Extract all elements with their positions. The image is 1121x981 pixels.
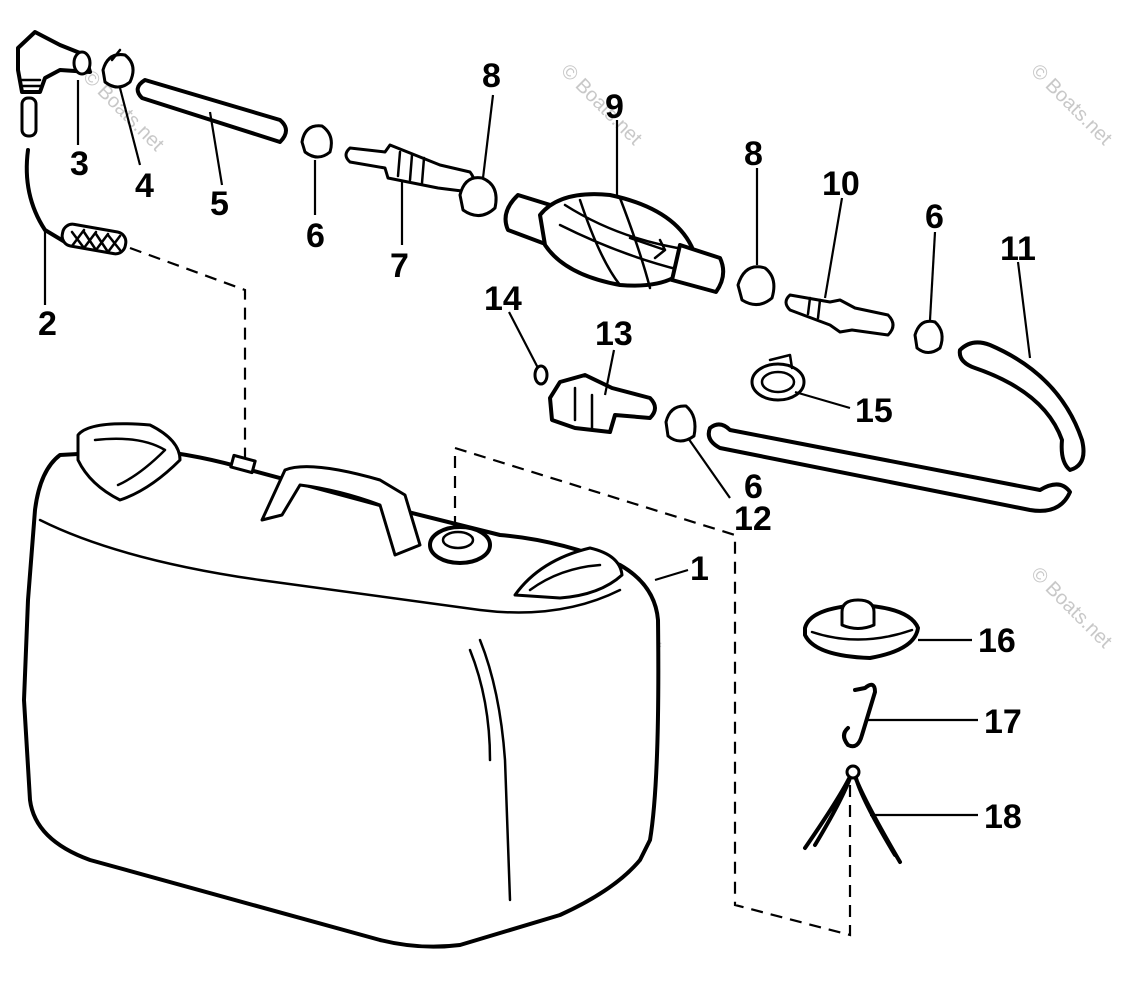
- leader-10: [823, 197, 844, 299]
- callout-1: 1: [690, 550, 709, 588]
- fuel-hose-11: [957, 340, 1086, 472]
- clamp-6-bottom: [664, 404, 697, 443]
- tank-rear-handle-inner: [93, 437, 167, 487]
- callout-8a: 8: [482, 57, 501, 95]
- retainer-spring-loop: [845, 764, 861, 780]
- fuel-hose-5: [135, 78, 288, 144]
- callout-9: 9: [605, 88, 624, 126]
- connector-13-body: [548, 373, 657, 434]
- primer-bulb-ribs: [558, 196, 692, 290]
- connector-7: [344, 143, 476, 194]
- pickup-seal: [20, 96, 38, 138]
- leader-15: [794, 390, 851, 410]
- callout-7: 7: [390, 247, 409, 285]
- pickup-tube: [24, 148, 72, 247]
- pickup-filter: [60, 222, 128, 256]
- clamp-8-right: [736, 265, 776, 306]
- leader-12: [687, 437, 731, 499]
- callout-6c: 6: [925, 198, 944, 236]
- clamp-4: [101, 53, 135, 89]
- callout-11: 11: [1000, 230, 1036, 268]
- hose-clamp-15: [750, 353, 806, 402]
- elbow-outlet: [72, 50, 92, 76]
- filler-cap-16: [803, 598, 920, 660]
- tank-corner-crease: [468, 648, 492, 762]
- leader-4: [118, 87, 142, 166]
- callout-8b: 8: [744, 135, 763, 173]
- pickup-filter-mesh: [70, 228, 122, 254]
- tank-filler-opening: [441, 530, 475, 550]
- callout-12: 12: [734, 500, 772, 538]
- clamp-6-right: [913, 319, 944, 354]
- callout-6a: 6: [306, 217, 325, 255]
- filler-cap-rim: [810, 628, 914, 641]
- connector-7-ribs: [396, 150, 426, 185]
- elbow-fitting: [16, 30, 92, 94]
- callout-4: 4: [135, 167, 154, 205]
- primer-bulb-outlet: [670, 243, 726, 294]
- tank-body: [22, 448, 661, 949]
- callout-5: 5: [210, 185, 229, 223]
- callout-16: 16: [978, 622, 1016, 660]
- elbow-body: [16, 30, 92, 94]
- leader-14: [508, 311, 539, 369]
- connector-10-ribs: [806, 296, 822, 320]
- dashed-line-hose-to-tank: [129, 246, 247, 462]
- callout-15: 15: [855, 392, 893, 430]
- callouts: 1 2 3 4 5 6 7 8 9 8 10 6 11 14 13 15 6 1…: [38, 57, 1036, 836]
- connector-10-body: [784, 293, 895, 337]
- leader-lines: [43, 80, 1032, 817]
- callout-2: 2: [38, 305, 57, 343]
- leader-5: [208, 111, 224, 186]
- assembly-lines: [129, 246, 852, 937]
- primer-bulb-body: [538, 192, 697, 288]
- hose-clamp-screw: [768, 353, 794, 370]
- connector-13-detail: [573, 386, 594, 430]
- callout-6b: 6: [744, 468, 763, 506]
- primer-bulb-arrow-icon: [628, 236, 667, 260]
- fuel-tank: [22, 422, 661, 949]
- callout-17: 17: [984, 703, 1022, 741]
- clamp-4-tab: [110, 48, 122, 62]
- watermark-6: © Boats.net: [1026, 563, 1116, 653]
- callout-18: 18: [984, 798, 1022, 836]
- primer-bulb: [503, 192, 726, 294]
- tank-front-handle-inner: [528, 563, 602, 592]
- retainer-spring-18: [803, 768, 902, 864]
- chain-hook-17: [842, 682, 877, 749]
- clamp-8-left: [458, 176, 498, 217]
- leader-8a: [481, 94, 495, 179]
- fuel-hose-bottom: [706, 422, 1072, 513]
- tank-side-edge: [478, 638, 512, 902]
- leader-6c: [928, 231, 937, 321]
- filler-cap-base: [803, 603, 920, 660]
- hose-clamp-inner: [760, 370, 796, 394]
- leader-13: [603, 349, 616, 396]
- tank-top-edge: [38, 518, 622, 614]
- leader-11: [1016, 261, 1032, 359]
- callout-13: 13: [595, 315, 633, 353]
- tank-vent: [229, 453, 257, 475]
- watermark-2: © Boats.net: [556, 60, 646, 150]
- connector-13: [548, 373, 657, 434]
- clamp-6-left: [300, 124, 333, 159]
- watermark-3: © Boats.net: [1026, 60, 1116, 150]
- callout-3: 3: [70, 145, 89, 183]
- filler-cap-knob: [840, 598, 876, 630]
- elbow-threads: [20, 78, 42, 88]
- connector-10: [784, 293, 895, 337]
- leader-1: [654, 568, 689, 582]
- callout-10: 10: [822, 165, 860, 203]
- tank-front-handle: [513, 546, 624, 600]
- tank-rear-handle: [76, 422, 182, 502]
- fuel-pickup-tube: [20, 96, 128, 256]
- hose-clamp-ring: [750, 362, 806, 402]
- tank-carry-handle: [260, 465, 422, 557]
- o-ring-14: [533, 364, 549, 386]
- callout-14: 14: [484, 280, 522, 318]
- dashed-line-filler-to-cap: [453, 446, 852, 937]
